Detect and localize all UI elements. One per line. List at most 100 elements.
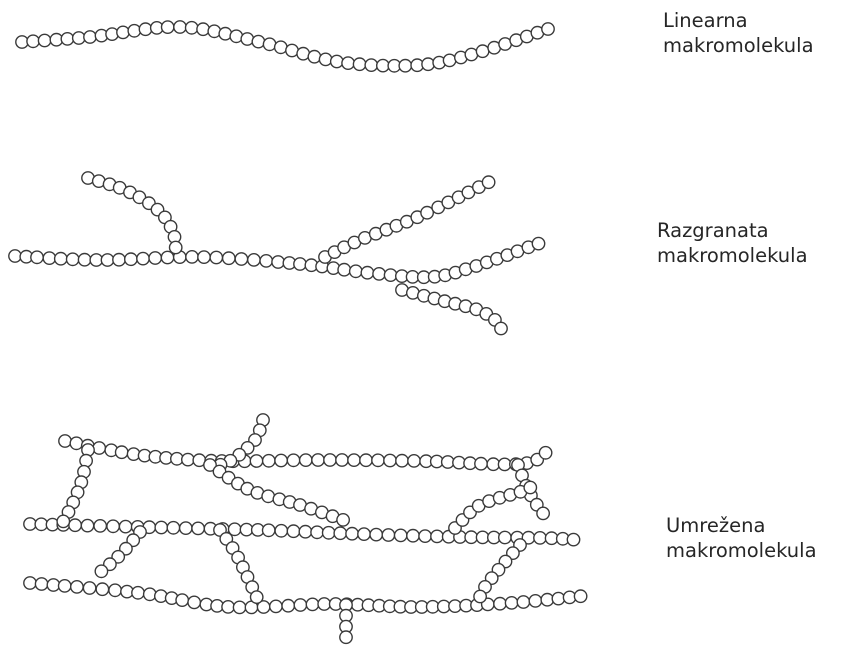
monomer-bead bbox=[352, 57, 367, 72]
main-chain bbox=[8, 236, 546, 285]
monomer-bead bbox=[573, 589, 588, 604]
monomer-bead bbox=[79, 453, 94, 468]
monomer-bead bbox=[166, 520, 181, 535]
polymer-chain bbox=[58, 434, 553, 472]
monomer-bead bbox=[418, 529, 432, 543]
monomer-bead bbox=[307, 49, 322, 64]
monomer-bead bbox=[138, 22, 153, 37]
monomer-bead bbox=[136, 251, 150, 266]
monomer-bead bbox=[375, 58, 390, 73]
monomer-bead bbox=[116, 25, 130, 40]
monomer-bead bbox=[83, 30, 97, 44]
monomer-bead bbox=[168, 240, 183, 255]
monomer-bead bbox=[114, 445, 129, 460]
monomer-bead bbox=[364, 58, 379, 72]
monomer-bead bbox=[191, 521, 206, 536]
monomer-bead bbox=[336, 513, 350, 527]
monomer-bead bbox=[93, 519, 108, 533]
monomer-bead bbox=[180, 452, 195, 467]
crosslinked-macromolecule bbox=[23, 413, 588, 645]
monomer-bead bbox=[486, 457, 501, 472]
monomer-bead bbox=[23, 517, 37, 531]
monomer-bead bbox=[421, 57, 435, 72]
monomer-bead bbox=[271, 255, 285, 269]
monomer-bead bbox=[118, 519, 133, 534]
monomer-bead bbox=[207, 24, 222, 39]
monomer-bead bbox=[464, 530, 479, 545]
monomer-bead bbox=[268, 599, 283, 614]
monomer-bead bbox=[142, 587, 157, 602]
monomer-bead bbox=[347, 453, 361, 467]
monomer-bead bbox=[56, 514, 71, 529]
monomer-bead bbox=[131, 585, 145, 600]
monomer-bead bbox=[475, 44, 490, 59]
main-chain bbox=[15, 20, 555, 73]
monomer-bead bbox=[293, 257, 307, 271]
monomer-bead bbox=[311, 453, 325, 467]
monomer-bead bbox=[516, 595, 531, 609]
label-line: Linearna bbox=[663, 9, 748, 32]
monomer-bead bbox=[474, 456, 488, 471]
monomer-bead bbox=[497, 457, 512, 472]
monomer-bead bbox=[26, 34, 40, 49]
monomer-bead bbox=[528, 594, 543, 608]
monomer-bead bbox=[60, 32, 75, 46]
monomer-bead bbox=[221, 600, 236, 614]
monomer-bead bbox=[95, 582, 110, 597]
monomer-bead bbox=[221, 251, 236, 266]
monomer-bead bbox=[261, 453, 276, 468]
monomer-bead bbox=[209, 250, 224, 265]
crosslink bbox=[203, 458, 350, 527]
monomer-bead bbox=[8, 249, 22, 263]
monomer-bead bbox=[345, 526, 359, 541]
monomer-bead bbox=[318, 52, 333, 67]
monomer-bead bbox=[310, 525, 324, 540]
monomer-bead bbox=[372, 266, 386, 281]
monomer-bead bbox=[481, 175, 496, 190]
monomer-bead bbox=[106, 519, 121, 534]
monomer-bead bbox=[123, 252, 138, 267]
branched-macromolecule bbox=[8, 171, 546, 336]
monomer-bead bbox=[566, 532, 581, 547]
monomer-bead bbox=[197, 250, 211, 265]
monomer-bead bbox=[523, 480, 538, 495]
monomer-bead bbox=[251, 34, 266, 49]
monomer-bead bbox=[108, 583, 123, 598]
monomer-bead bbox=[249, 590, 264, 604]
monomer-bead bbox=[274, 453, 288, 468]
monomer-bead bbox=[154, 520, 169, 535]
monomer-bead bbox=[504, 596, 519, 610]
monomer-bead bbox=[430, 529, 444, 544]
monomer-bead bbox=[30, 250, 44, 265]
monomer-bead bbox=[71, 31, 86, 45]
monomer-bead bbox=[239, 522, 254, 537]
monomer-bead bbox=[160, 20, 175, 35]
side-branch bbox=[395, 283, 508, 336]
monomer-bead bbox=[551, 591, 566, 606]
label-line: makromolekula bbox=[657, 244, 808, 267]
monomer-bead bbox=[37, 33, 52, 48]
crosslink bbox=[473, 538, 527, 604]
monomer-bead bbox=[298, 524, 313, 539]
monomer-bead bbox=[184, 20, 199, 35]
monomer-bead bbox=[68, 518, 83, 533]
crosslink bbox=[56, 443, 95, 529]
monomer-bead bbox=[261, 489, 276, 504]
monomer-bead bbox=[317, 597, 332, 611]
monomer-bead bbox=[42, 251, 57, 266]
label-line: makromolekula bbox=[666, 539, 817, 562]
monomer-bead bbox=[185, 249, 199, 264]
monomer-bead bbox=[541, 22, 555, 36]
monomer-bead bbox=[240, 32, 255, 46]
monomer-bead bbox=[360, 265, 375, 280]
monomer-bead bbox=[348, 264, 363, 279]
monomer-bead bbox=[175, 593, 190, 607]
linear-macromolecule-label: Linearna makromolekula bbox=[663, 8, 814, 58]
monomer-bead bbox=[173, 20, 187, 34]
monomer-bead bbox=[127, 23, 142, 38]
monomer-bead bbox=[383, 453, 397, 468]
label-line: Umrežena bbox=[666, 514, 766, 537]
monomer-bead bbox=[339, 630, 353, 645]
monomer-bead bbox=[393, 528, 408, 543]
